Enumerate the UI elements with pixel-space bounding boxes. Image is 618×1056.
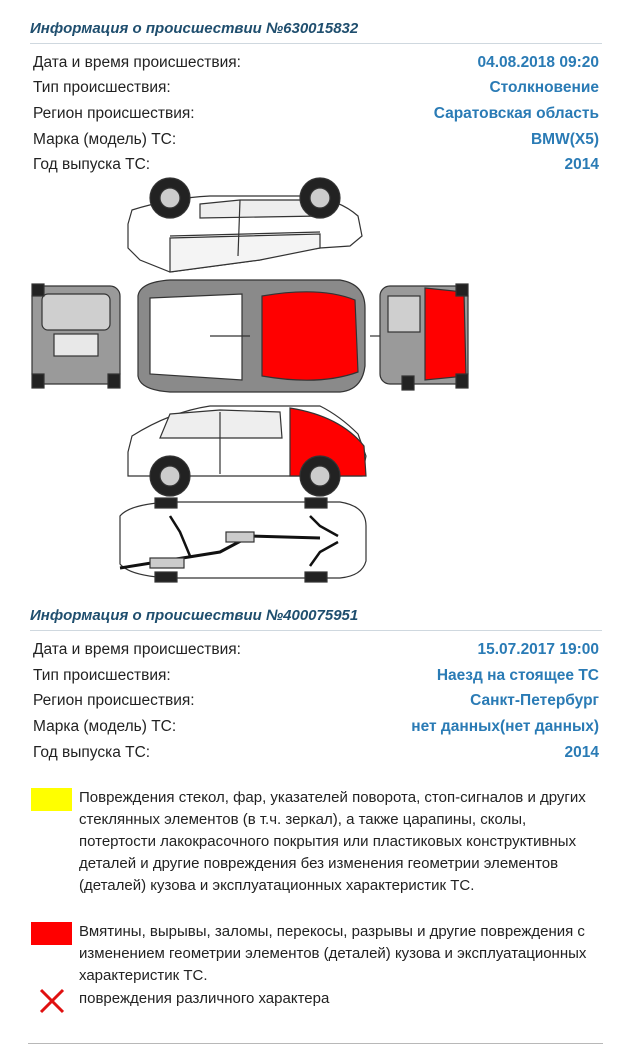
legend-yellow-text: Повреждения стекол, фар, указателей пово… [79,789,586,894]
info-row: Регион происшествия: Саратовская область [33,105,599,129]
info-row: Год выпуска ТС: 2014 [33,156,599,180]
legend-red-text: Вмятины, вырывы, заломы, перекосы, разры… [79,923,587,984]
info-value: Саратовская область [433,105,599,122]
info-label: Регион происшествия: [33,692,195,709]
info-row: Регион происшествия: Санкт-Петербург [33,692,599,716]
divider [30,43,602,44]
info-label: Год выпуска ТС: [33,156,151,173]
car-underbody-view [119,497,367,583]
info-label: Дата и время происшествия: [33,54,241,71]
info-value: 15.07.2017 19:00 [477,641,599,658]
info-value: Столкновение [489,79,599,96]
car-damage-diagram [31,177,469,583]
info-row: Дата и время происшествия: 04.08.2018 09:… [33,54,599,78]
info-label: Тип происшествия: [33,667,171,684]
info-label: Дата и время происшествия: [33,641,241,658]
legend-red-swatch [31,922,72,945]
info-row: Дата и время происшествия: 15.07.2017 19:… [33,641,599,665]
info-value: 2014 [564,156,599,173]
info-value: 04.08.2018 09:20 [477,54,599,71]
incident-title-2: Информация о происшествии №400075951 [30,607,359,624]
info-label: Год выпуска ТС: [33,744,151,761]
info-row: Тип происшествия: Наезд на стоящее ТС [33,667,599,691]
info-label: Марка (модель) ТС: [33,718,177,735]
info-value: BMW(X5) [530,131,599,148]
divider [30,630,602,631]
car-front-view [379,283,469,391]
info-label: Марка (модель) ТС: [33,131,177,148]
incident-title-1: Информация о происшествии №630015832 [30,20,359,37]
info-row: Марка (модель) ТС: BMW(X5) [33,131,599,155]
car-left-side-view [127,195,363,273]
info-label: Тип происшествия: [33,79,171,96]
red-cross-icon [39,988,65,1014]
car-top-view [137,279,380,393]
bottom-divider [28,1043,603,1044]
legend-yellow-swatch [31,788,72,811]
car-rear-view [31,283,121,389]
info-value: Наезд на стоящее ТС [436,667,599,684]
info-row: Марка (модель) ТС: нет данных(нет данных) [33,718,599,742]
info-label: Регион происшествия: [33,105,195,122]
info-value: нет данных(нет данных) [411,718,599,735]
info-value: Санкт-Петербург [470,692,599,709]
info-row: Год выпуска ТС: 2014 [33,744,599,768]
info-row: Тип происшествия: Столкновение [33,79,599,103]
legend-cross-text: повреждения различного характера [79,990,330,1007]
info-value: 2014 [564,744,599,761]
